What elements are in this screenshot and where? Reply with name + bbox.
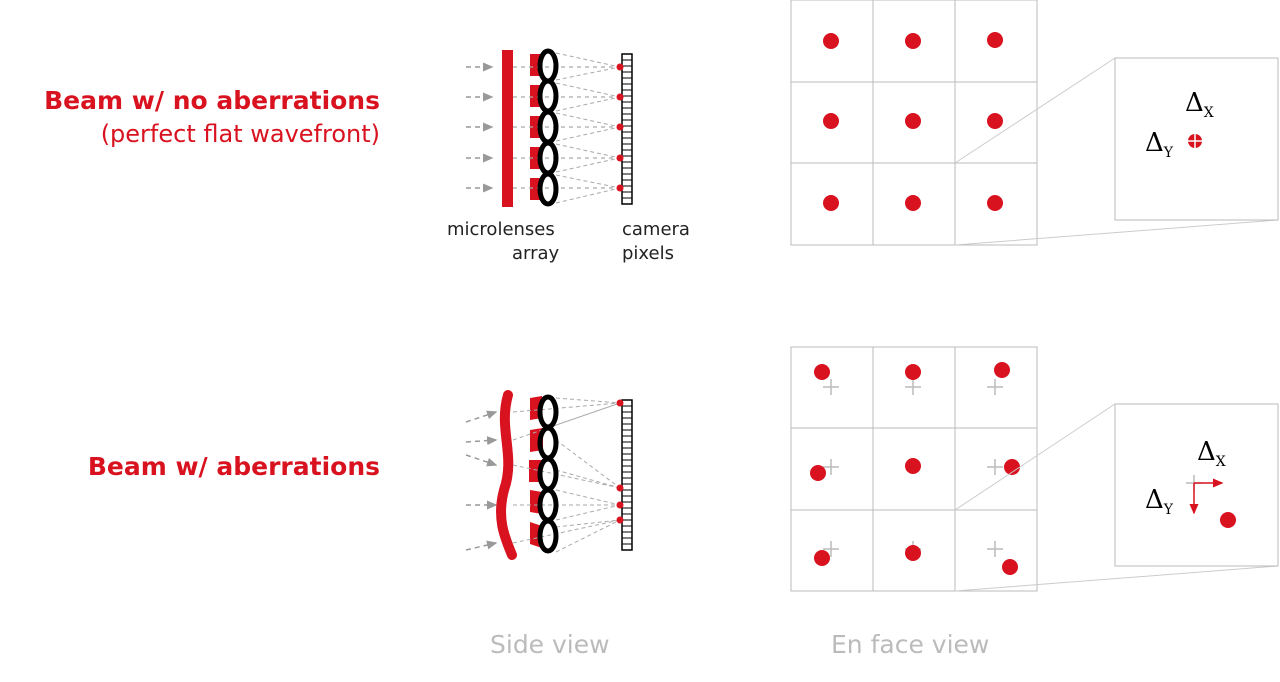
flat-wavefront — [502, 50, 513, 207]
side-view-label: Side view — [490, 630, 610, 659]
bottom-zoom-spot — [1220, 512, 1236, 528]
title-with-aberrations: Beam w/ aberrations — [87, 452, 380, 481]
microlenses-label-line2: array — [512, 243, 560, 264]
top-delta-y: ΔY — [1145, 128, 1174, 162]
aberrated-wavefront — [496, 390, 517, 560]
bottom-camera-pixels — [621, 399, 633, 551]
top-enface-grid — [790, 0, 1279, 246]
microlenses-label-line1: microlenses — [447, 219, 555, 240]
top-grid-spots — [823, 32, 1003, 211]
bottom-zoom-box — [1114, 403, 1279, 567]
bottom-side-view — [465, 390, 633, 560]
top-microlens-array — [537, 48, 559, 207]
top-zoom-spot — [1188, 134, 1202, 148]
enface-view-label: En face view — [831, 630, 990, 659]
bottom-enface-grid — [790, 346, 1279, 592]
top-camera-pixels — [621, 53, 633, 205]
bottom-zoom-content — [1186, 475, 1236, 528]
bottom-grid-spots — [810, 362, 1020, 575]
bottom-focal-spots — [616, 399, 624, 524]
top-side-view — [466, 48, 633, 207]
camera-label-line2: pixels — [622, 243, 674, 264]
bottom-incoming-rays — [465, 410, 498, 551]
camera-label-line1: camera — [622, 219, 690, 240]
subtitle-flat-wavefront: (perfect flat wavefront) — [100, 120, 380, 148]
top-focal-spots — [616, 63, 624, 192]
bottom-delta-x: ΔX — [1197, 437, 1226, 471]
title-no-aberrations: Beam w/ no aberrations — [44, 86, 380, 115]
bottom-delta-y: ΔY — [1145, 485, 1174, 519]
bottom-reference-crosses — [823, 379, 1003, 557]
bottom-microlens-array — [537, 394, 559, 554]
top-delta-x: ΔX — [1185, 88, 1214, 122]
top-incoming-rays — [466, 62, 494, 193]
